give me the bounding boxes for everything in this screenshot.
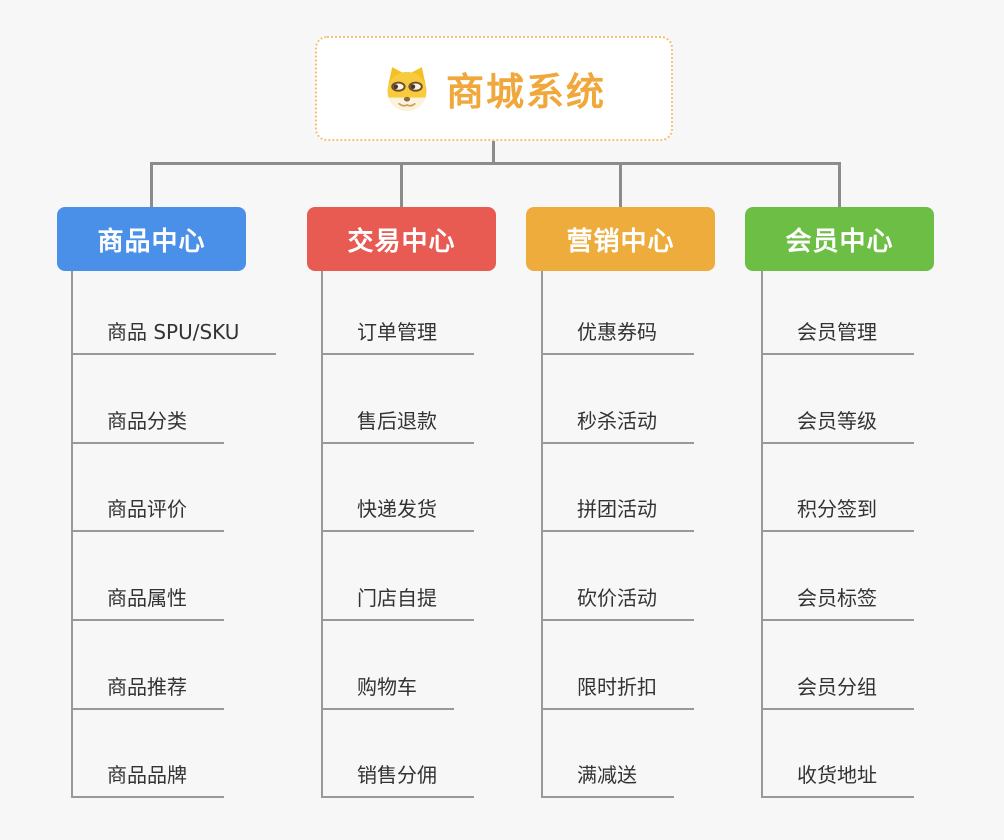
- leaf-item[interactable]: 优惠券码: [543, 271, 694, 355]
- connector-drop: [838, 162, 841, 208]
- leaf-label: 秒杀活动: [543, 409, 694, 444]
- leaf-item[interactable]: 砍价活动: [543, 532, 694, 622]
- leaf-label: 商品评价: [73, 497, 224, 533]
- leaf-column-marketing: 优惠券码 秒杀活动 拼团活动 砍价活动 限时折扣 满减送: [541, 271, 694, 799]
- leaf-label: 销售分佣: [323, 763, 474, 799]
- leaf-label: 会员标签: [763, 586, 914, 622]
- leaf-item[interactable]: 商品属性: [73, 532, 224, 622]
- leaf-column-member: 会员管理 会员等级 积分签到 会员标签 会员分组 收货地址: [761, 271, 914, 799]
- leaf-label: 拼团活动: [543, 497, 694, 533]
- leaf-label: 会员分组: [763, 675, 914, 710]
- root-node[interactable]: 商城系统: [315, 36, 673, 141]
- branch-label: 商品中心: [97, 226, 206, 257]
- branch-node-marketing-center[interactable]: 营销中心: [526, 207, 715, 271]
- leaf-item[interactable]: 会员标签: [763, 532, 914, 622]
- leaf-item[interactable]: 快递发货: [323, 444, 474, 533]
- dog-face-icon: [387, 66, 427, 111]
- leaf-item[interactable]: 售后退款: [323, 355, 474, 444]
- leaf-item[interactable]: 订单管理: [323, 271, 474, 355]
- leaf-item[interactable]: 商品品牌: [73, 710, 224, 799]
- connector-bus: [150, 162, 840, 165]
- branch-node-member-center[interactable]: 会员中心: [745, 207, 934, 271]
- leaf-item[interactable]: 收货地址: [763, 710, 914, 799]
- leaf-item[interactable]: 商品分类: [73, 355, 224, 444]
- leaf-label: 订单管理: [323, 320, 474, 355]
- branch-node-product-center[interactable]: 商品中心: [57, 207, 246, 271]
- root-title: 商城系统: [445, 70, 606, 114]
- connector-drop: [400, 162, 403, 208]
- leaf-label: 商品分类: [73, 409, 224, 444]
- connector-drop: [150, 162, 153, 208]
- leaf-item[interactable]: 限时折扣: [543, 621, 694, 710]
- leaf-column-product: 商品 SPU/SKU 商品分类 商品评价 商品属性 商品推荐 商品品牌: [71, 271, 277, 799]
- leaf-item[interactable]: 销售分佣: [323, 710, 474, 799]
- leaf-label: 快递发货: [323, 497, 474, 533]
- leaf-item[interactable]: 门店自提: [323, 532, 474, 622]
- leaf-item[interactable]: 会员等级: [763, 355, 914, 444]
- leaf-item[interactable]: 购物车: [323, 621, 454, 710]
- connector-drop: [619, 162, 622, 208]
- leaf-label: 积分签到: [763, 497, 914, 533]
- leaf-label: 商品 SPU/SKU: [73, 320, 277, 355]
- leaf-label: 商品品牌: [73, 763, 224, 799]
- leaf-label: 会员管理: [763, 320, 914, 355]
- branch-label: 交易中心: [347, 226, 456, 257]
- leaf-item[interactable]: 会员分组: [763, 621, 914, 710]
- leaf-label: 收货地址: [763, 763, 914, 799]
- connector-root-stub: [492, 139, 495, 165]
- leaf-item[interactable]: 拼团活动: [543, 444, 694, 533]
- leaf-label: 门店自提: [323, 586, 474, 622]
- branch-node-trade-center[interactable]: 交易中心: [307, 207, 496, 271]
- leaf-label: 售后退款: [323, 409, 474, 444]
- leaf-item[interactable]: 商品推荐: [73, 621, 224, 710]
- leaf-item[interactable]: 秒杀活动: [543, 355, 694, 444]
- leaf-label: 满减送: [543, 763, 674, 799]
- leaf-label: 优惠券码: [543, 320, 694, 355]
- branch-label: 会员中心: [785, 226, 894, 257]
- leaf-label: 会员等级: [763, 409, 914, 444]
- leaf-item[interactable]: 会员管理: [763, 271, 914, 355]
- leaf-label: 砍价活动: [543, 586, 694, 622]
- leaf-item[interactable]: 商品评价: [73, 444, 224, 533]
- leaf-label: 限时折扣: [543, 675, 694, 710]
- leaf-label: 购物车: [323, 675, 454, 710]
- branch-label: 营销中心: [566, 226, 675, 257]
- leaf-label: 商品推荐: [73, 675, 224, 710]
- leaf-item[interactable]: 满减送: [543, 710, 674, 799]
- leaf-item[interactable]: 商品 SPU/SKU: [73, 271, 277, 355]
- leaf-item[interactable]: 积分签到: [763, 444, 914, 533]
- leaf-label: 商品属性: [73, 586, 224, 622]
- leaf-column-trade: 订单管理 售后退款 快递发货 门店自提 购物车 销售分佣: [321, 271, 474, 799]
